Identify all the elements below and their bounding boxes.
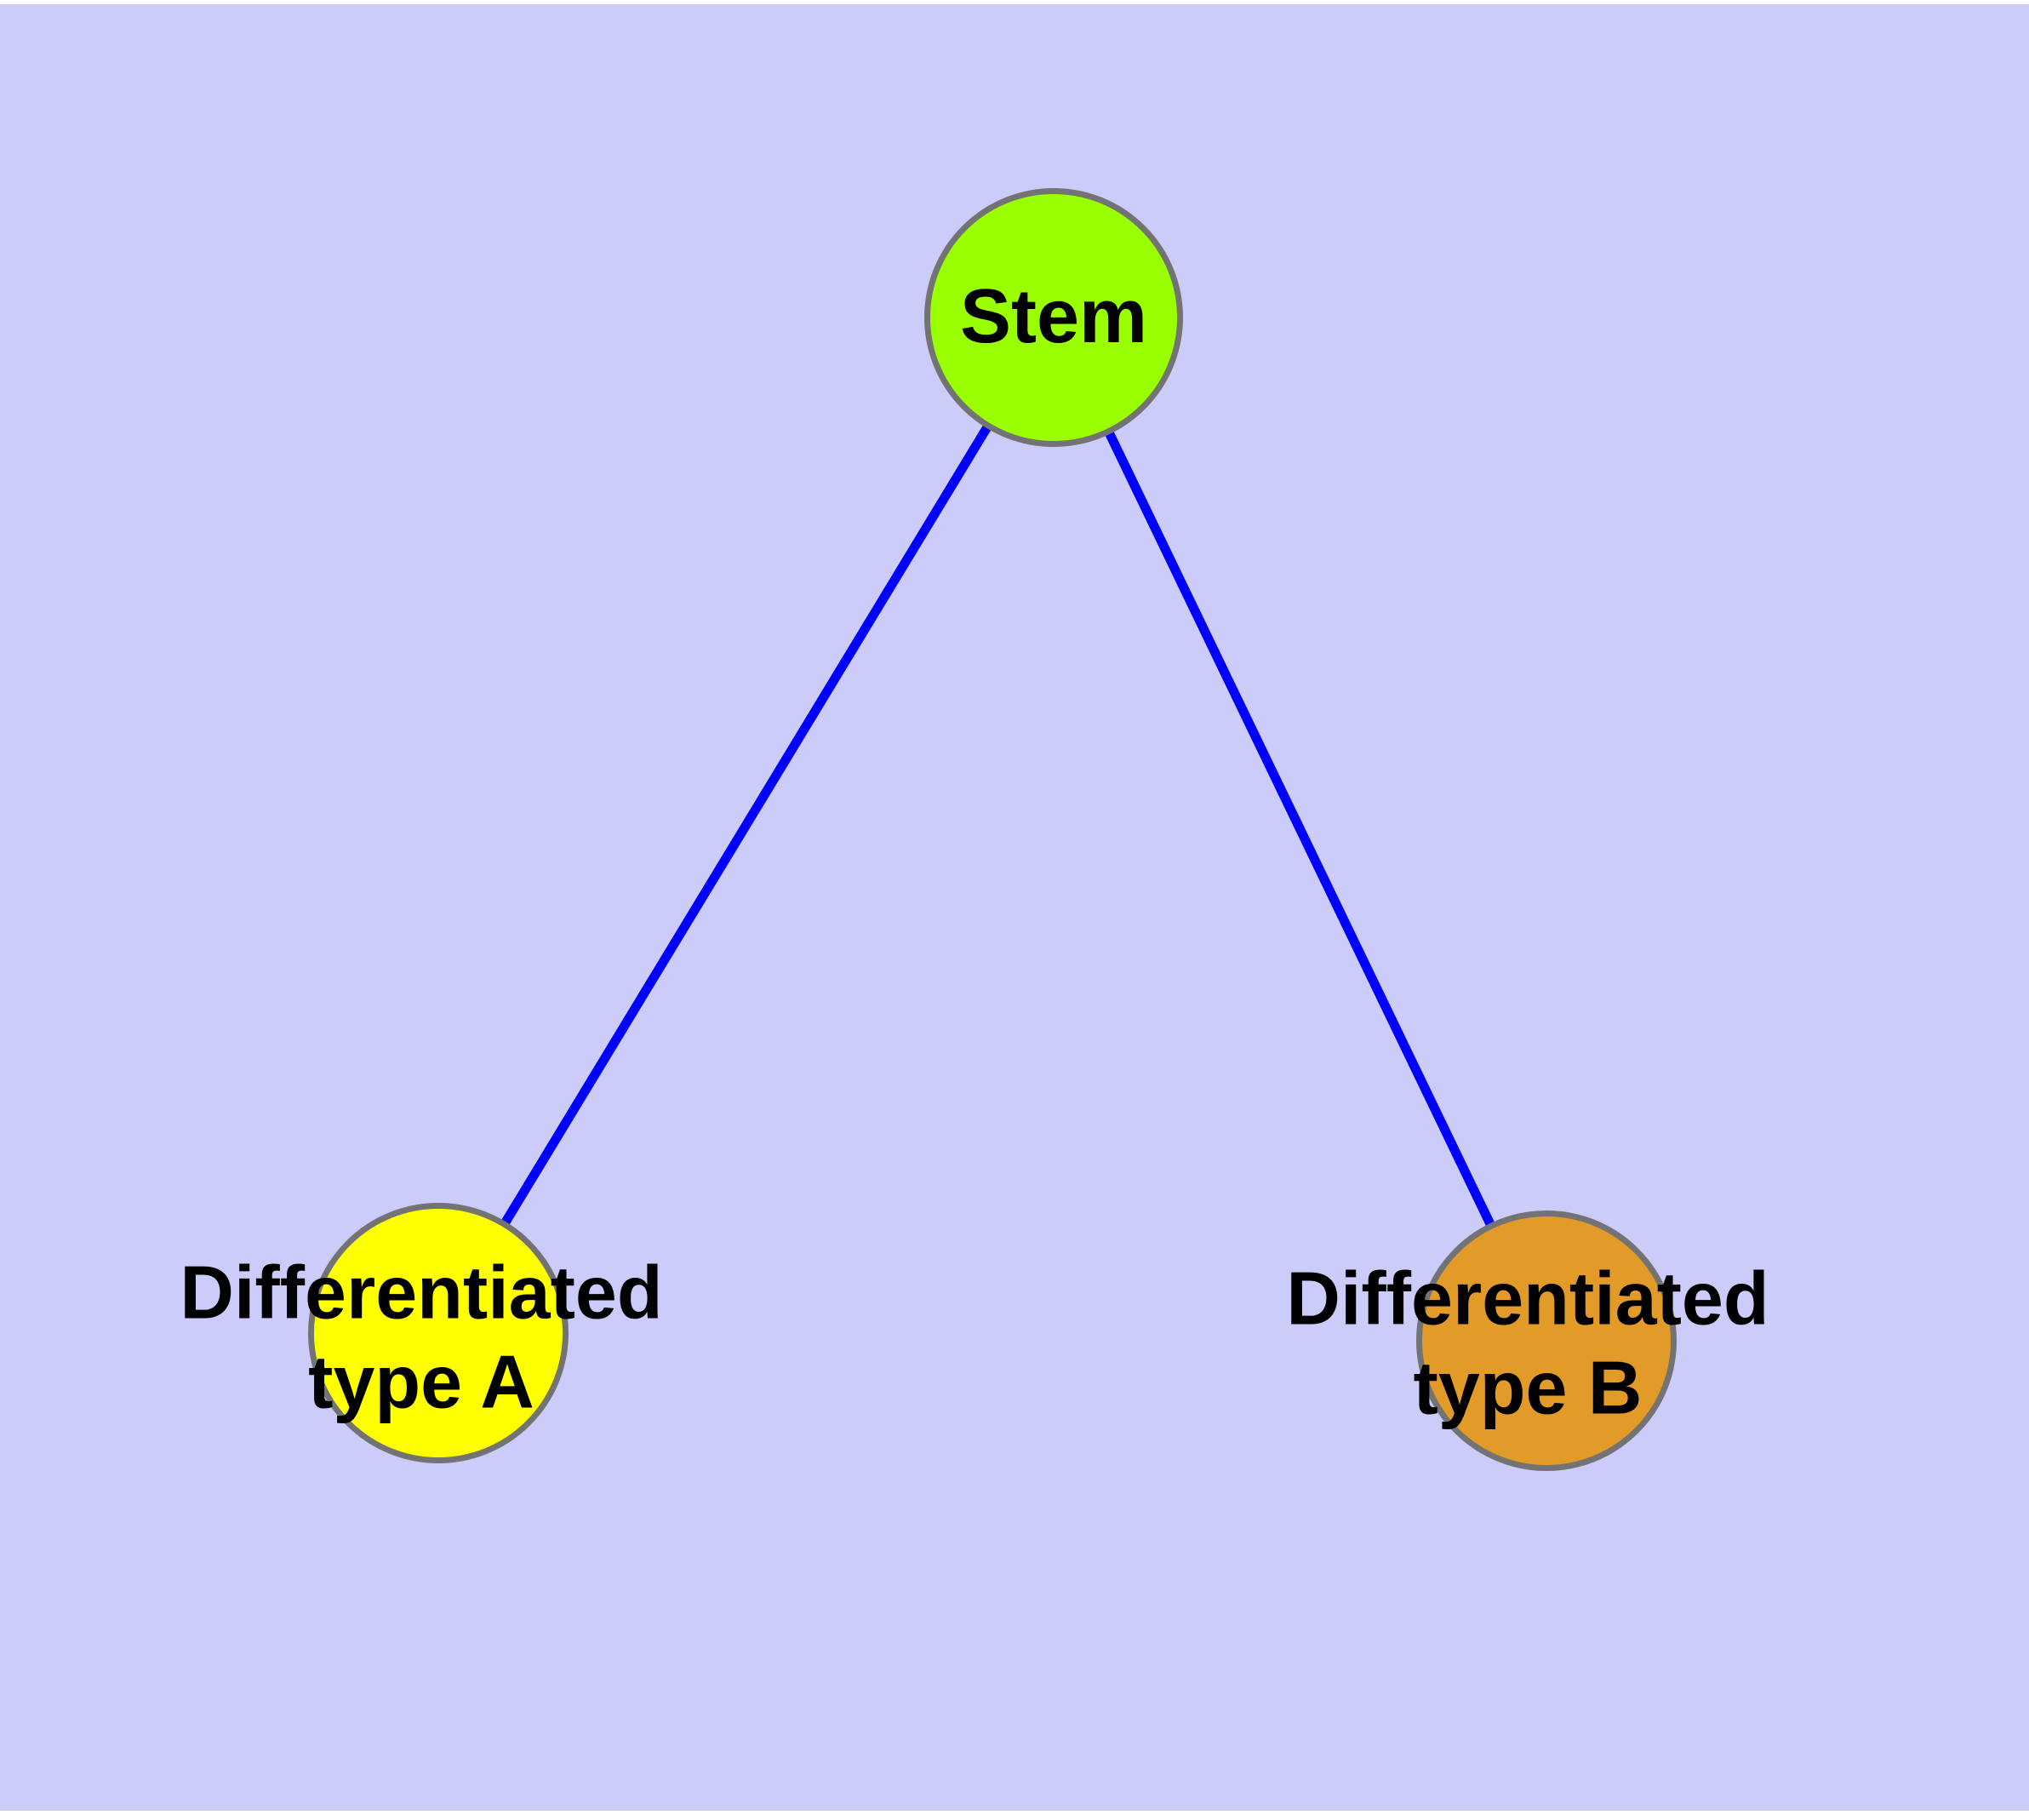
node-differentiated-type-b-label-line1: Differentiated (1286, 1256, 1769, 1340)
node-differentiated-type-a-label-line2: type A (308, 1339, 534, 1423)
edge-stem-to-differentiated-type-a[interactable] (434, 315, 1058, 1336)
edge-stem-to-differentiated-type-b[interactable] (1049, 315, 1551, 1343)
edge-layer (434, 315, 1551, 1343)
node-stem-label: Stem (960, 274, 1147, 359)
label-layer: Stem Differentiated type A Differentiate… (180, 274, 1769, 1429)
node-differentiated-type-a-circle[interactable] (308, 1203, 569, 1463)
node-layer (308, 188, 1677, 1471)
node-differentiated-type-b-label-line2: type B (1414, 1345, 1643, 1429)
node-differentiated-type-a-label-line1: Differentiated (180, 1250, 662, 1334)
node-stem-circle[interactable] (924, 188, 1183, 447)
node-differentiated-type-b-circle[interactable] (1416, 1210, 1677, 1471)
